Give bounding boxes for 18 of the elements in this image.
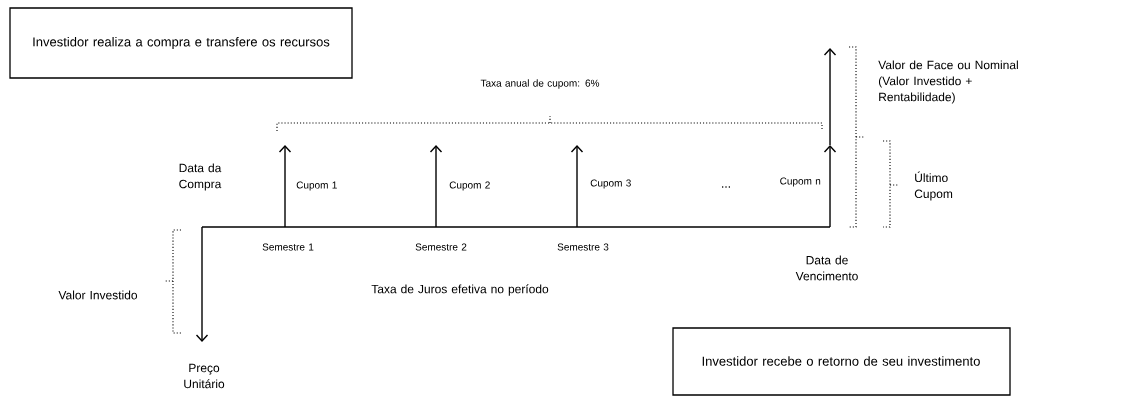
value-label: Valor Investido bbox=[58, 290, 138, 300]
date-label: Data da Compra bbox=[179, 163, 222, 191]
coupon-label: Cupom n bbox=[780, 177, 821, 187]
ellipsis-label: ... bbox=[722, 186, 730, 188]
coupon-label: Último Cupom bbox=[914, 171, 953, 201]
value-label: Valor de Face ou Nominal (Valor Investido + Rentabilidade) bbox=[878, 60, 1018, 104]
semester-label: Semestre 2 bbox=[415, 243, 467, 251]
coupon-label: Cupom 1 bbox=[296, 181, 337, 191]
price-label: Preço Unitário bbox=[184, 363, 225, 389]
text-box: Investidor realiza a compra e transfere os recursos bbox=[9, 7, 353, 79]
rate-label: Taxa anual de cupom: 6% bbox=[480, 79, 600, 89]
semester-label: Semestre 3 bbox=[557, 243, 609, 251]
coupon-label: Cupom 3 bbox=[590, 179, 631, 189]
semester-label: Semestre 1 bbox=[262, 243, 314, 251]
coupon-label: Cupom 2 bbox=[449, 181, 490, 191]
date-label: Data de Vencimento bbox=[795, 255, 858, 281]
rate-label: Taxa de Juros efetiva no período bbox=[371, 284, 549, 296]
text-box: Investidor recebe o retorno de seu investimento bbox=[672, 327, 1011, 396]
